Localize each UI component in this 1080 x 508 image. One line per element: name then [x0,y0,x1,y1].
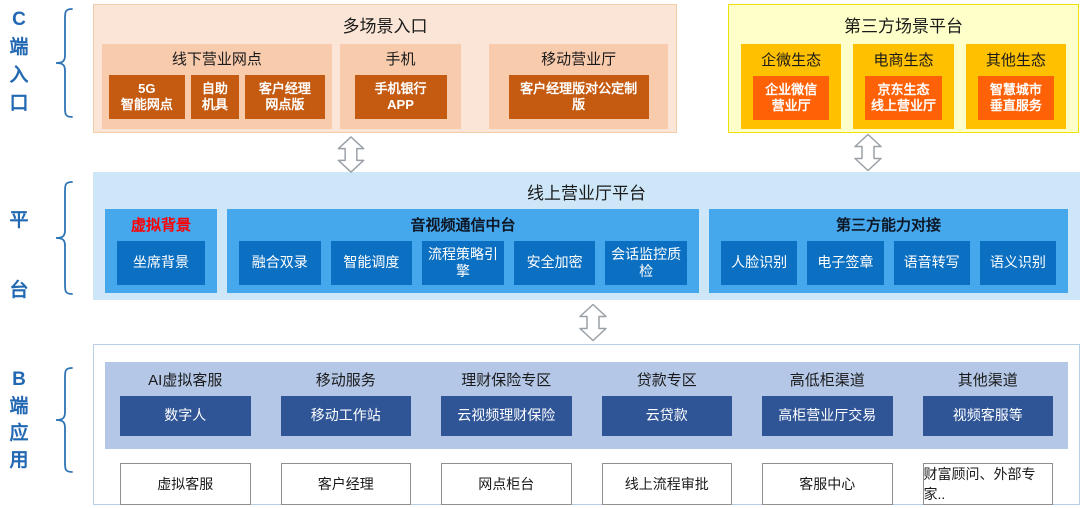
mobile-phone-items: 手机银行APP [340,75,462,119]
group-third-party-capability: 第三方能力对接 人脸识别 电子签章 语音转写 语义识别 [709,209,1068,293]
group-title-ecommerce-ecosystem: 电商生态 [873,52,934,69]
app-digital-human: 数字人 [120,396,251,436]
b-end-role-row: 虚拟客服 客户经理 网点柜台 线上流程审批 客服中心 财富顾问、外部专家.. [120,463,1053,505]
role-online-process-approval: 线上流程审批 [601,463,732,505]
column-title-mobile-services: 移动服务 [315,372,376,389]
double-arrow-top-right-to-platform-icon [854,133,882,172]
item-smart-city-vertical-services: 智慧城市 垂直服务 [977,76,1054,120]
group-title-wecom-ecosystem: 企微生态 [761,52,822,69]
app-cloud-loan: 云贷款 [601,396,732,436]
mobile-business-hall-items: 客户经理版对公定制版 [489,75,668,119]
rail-label-c-end-entry: C 端 入 口 [9,9,29,114]
item-5g-smart-outlet: 5G 智能网点 [108,75,185,119]
item-account-manager-corporate-custom: 客户经理版对公定制版 [508,75,649,119]
section-third-party-scenario-platform: 第三方场景平台 企微生态 企业微信 营业厅 电商生态 京东生态 线上营业厅 其他… [728,4,1079,133]
av-communication-items: 融合双录 智能调度 流程策略引擎 安全加密 会话监控质检 [239,241,687,285]
column-mobile-services: 移动服务 移动工作站 [280,369,411,436]
item-agent-background: 坐席背景 [117,241,205,285]
group-title-third-party-capability: 第三方能力对接 [835,217,941,234]
section-online-business-hall-platform: 线上营业厅平台 虚拟背景 坐席背景 音视频通信中台 融合双录 智能调度 流程策略… [93,172,1080,300]
item-jd-online-business-hall: 京东生态 线上营业厅 [865,76,942,120]
column-loan-zone: 贷款专区 云贷款 [601,369,732,436]
column-ai-virtual-customer-service: AI虚拟客服 数字人 [120,369,251,436]
item-security-encryption: 安全加密 [513,241,596,285]
b-end-app-band: AI虚拟客服 数字人 移动服务 移动工作站 理财保险专区 云视频理财保险 贷款专… [105,362,1068,449]
column-high-low-counter-channel: 高低柜渠道 高柜营业厅交易 [762,369,893,436]
app-mobile-workstation: 移动工作站 [280,396,411,436]
offline-outlet-items: 5G 智能网点 自助 机具 客户经理 网点版 [102,75,332,119]
brace-c-end-entry [55,8,73,118]
virtual-background-items: 坐席背景 [117,241,205,285]
platform-groups: 虚拟背景 坐席背景 音视频通信中台 融合双录 智能调度 流程策略引擎 安全加密 … [105,209,1068,293]
column-title-high-low-counter-channel: 高低柜渠道 [789,372,865,389]
group-av-communication-middle-platform: 音视频通信中台 融合双录 智能调度 流程策略引擎 安全加密 会话监控质检 [227,209,699,293]
rail-label-platform: 平 台 [9,210,29,301]
group-title-av-communication-middle-platform: 音视频通信中台 [410,217,516,234]
third-party-scenario-groups: 企微生态 企业微信 营业厅 电商生态 京东生态 线上营业厅 其他生态 智慧城市 … [741,44,1066,129]
app-video-customer-service: 视频客服等 [922,396,1053,436]
item-account-manager-outlet-version: 客户经理 网点版 [244,75,325,119]
group-title-other-ecosystem: 其他生态 [985,52,1046,69]
multi-scenario-groups: 线下营业网点 5G 智能网点 自助 机具 客户经理 网点版 手机 手机银行APP… [102,44,668,129]
role-account-manager: 客户经理 [280,463,411,505]
group-offline-outlets: 线下营业网点 5G 智能网点 自助 机具 客户经理 网点版 [102,44,332,129]
item-wecom-business-hall: 企业微信 营业厅 [753,76,830,120]
role-customer-service-center: 客服中心 [762,463,893,505]
section-title-third-party-scenario-platform: 第三方场景平台 [844,17,963,36]
third-party-capability-items: 人脸识别 电子签章 语音转写 语义识别 [721,241,1056,285]
column-title-other-channels: 其他渠道 [957,372,1018,389]
role-wealth-advisor-external-experts: 财富顾问、外部专家.. [922,463,1053,505]
item-electronic-signature: 电子签章 [807,241,884,285]
group-title-mobile-business-hall: 移动营业厅 [541,51,617,68]
group-other-ecosystem: 其他生态 智慧城市 垂直服务 [965,44,1066,129]
role-outlet-counter: 网点柜台 [441,463,572,505]
group-title-mobile-phone: 手机 [385,51,416,68]
app-high-counter-hall-transactions: 高柜营业厅交易 [762,396,893,436]
item-smart-scheduling: 智能调度 [330,241,413,285]
item-semantic-recognition: 语义识别 [979,241,1056,285]
role-virtual-customer-service: 虚拟客服 [120,463,251,505]
item-process-policy-engine: 流程策略引擎 [422,241,504,285]
brace-b-end-apps [55,367,73,473]
rail-label-b-end-apps: B 端 应 用 [9,369,29,471]
item-face-recognition: 人脸识别 [721,241,798,285]
column-title-loan-zone: 贷款专区 [636,372,697,389]
section-b-end-applications: AI虚拟客服 数字人 移动服务 移动工作站 理财保险专区 云视频理财保险 贷款专… [93,344,1080,505]
group-title-virtual-background: 虚拟背景 [130,217,191,234]
double-arrow-top-left-to-platform-icon [337,136,365,173]
group-mobile-phone: 手机 手机银行APP [339,44,462,129]
group-wecom-ecosystem: 企微生态 企业微信 营业厅 [741,44,842,129]
column-other-channels: 其他渠道 视频客服等 [922,369,1053,436]
group-ecommerce-ecosystem: 电商生态 京东生态 线上营业厅 [853,44,954,129]
section-title-multi-scenario-entry: 多场景入口 [342,17,428,36]
item-self-service-machine: 自助 机具 [190,75,239,119]
section-title-online-business-hall-platform: 线上营业厅平台 [527,184,646,203]
app-cloud-video-wealth-insurance: 云视频理财保险 [441,396,572,436]
brace-platform [55,181,73,295]
column-wealth-insurance-zone: 理财保险专区 云视频理财保险 [441,369,572,436]
item-integrated-dual-recording: 融合双录 [239,241,321,285]
item-speech-transcription: 语音转写 [893,241,970,285]
double-arrow-platform-to-b-end-icon [579,303,607,342]
column-title-wealth-insurance-zone: 理财保险专区 [461,372,552,389]
group-virtual-background: 虚拟背景 坐席背景 [105,209,217,293]
section-multi-scenario-entry: 多场景入口 线下营业网点 5G 智能网点 自助 机具 客户经理 网点版 手机 手… [93,4,677,133]
column-title-ai-virtual-customer-service: AI虚拟客服 [148,372,223,389]
group-mobile-business-hall: 移动营业厅 客户经理版对公定制版 [489,44,668,129]
group-title-offline-outlets: 线下营业网点 [171,51,262,68]
item-session-monitoring-qc: 会话监控质检 [605,241,687,285]
item-mobile-banking-app: 手机银行APP [354,75,447,119]
